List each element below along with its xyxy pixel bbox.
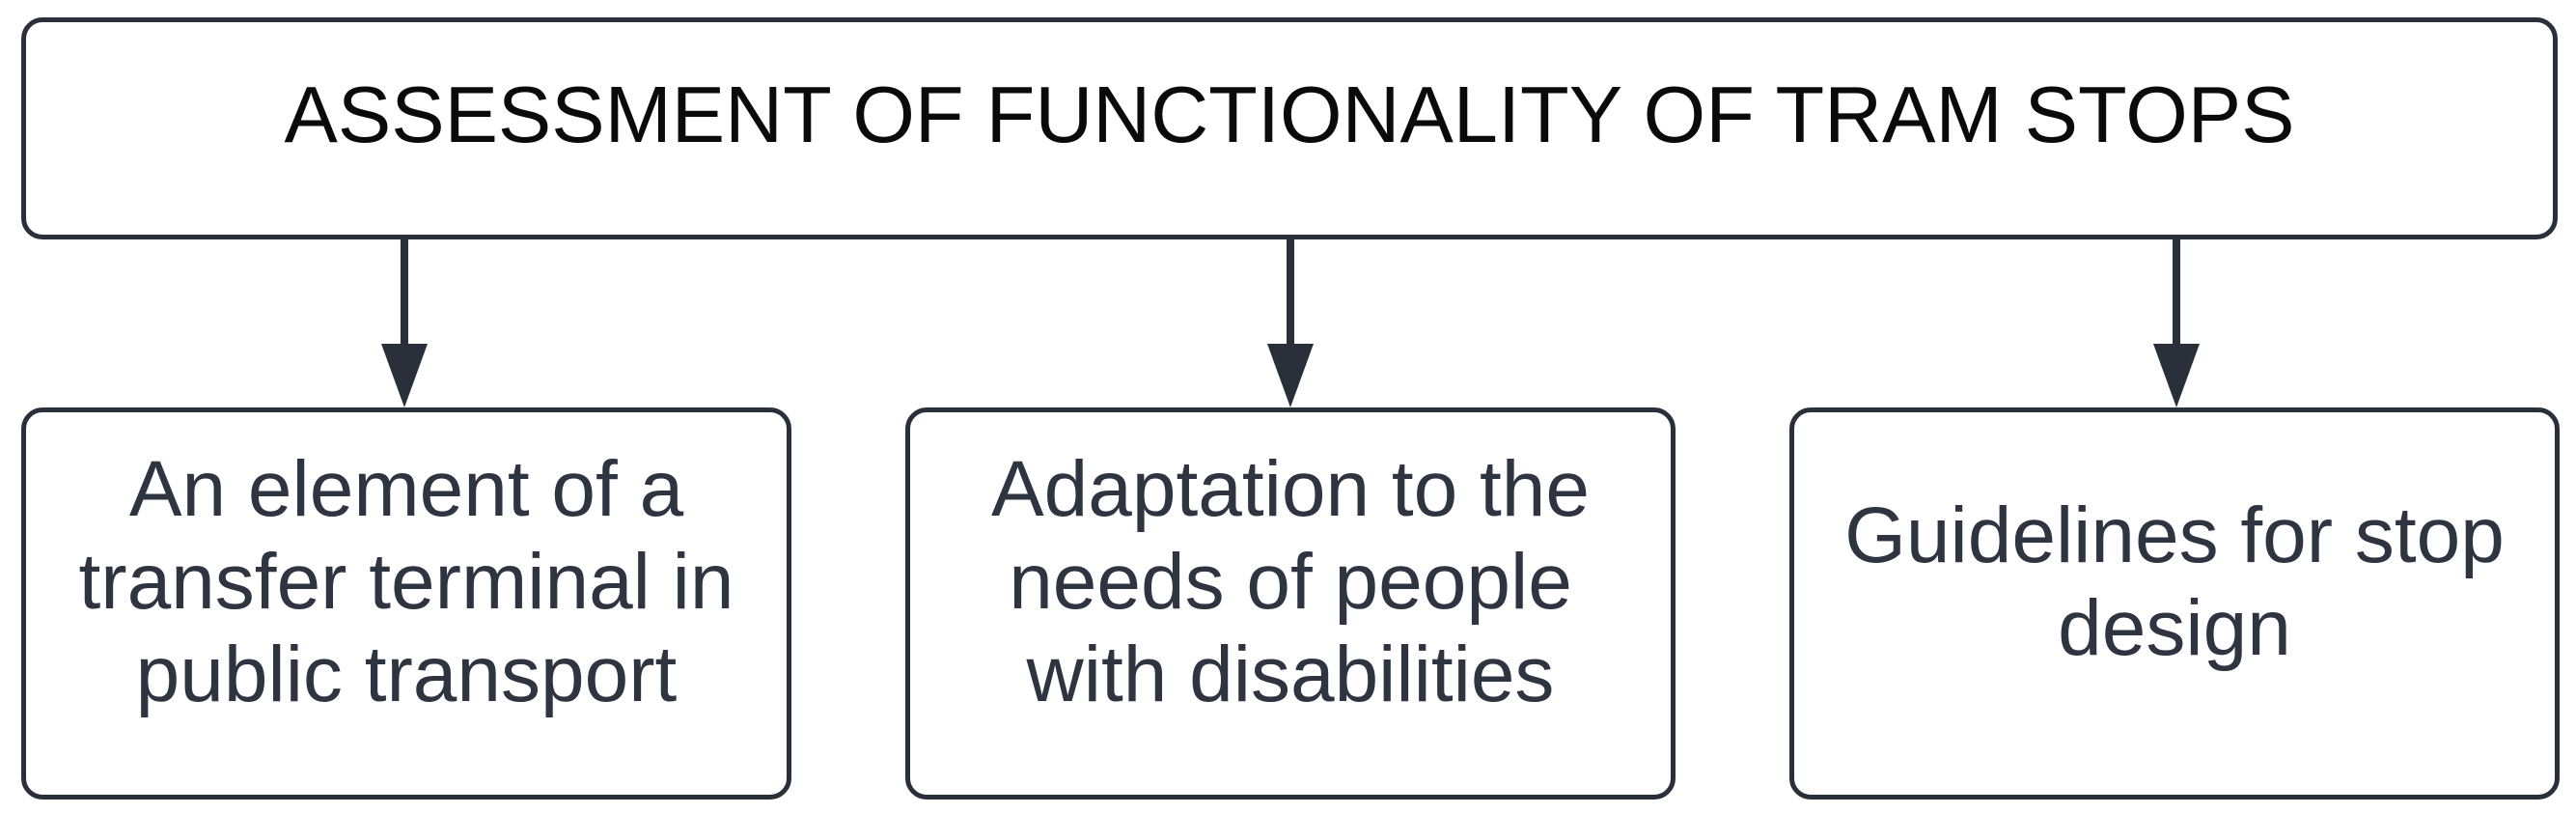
assessment-title-label: ASSESSMENT OF FUNCTIONALITY OF TRAM STOP… [284,70,2295,160]
arrow-line [1287,237,1294,348]
arrow-down-icon [1267,344,1314,407]
node-assessment-title: ASSESSMENT OF FUNCTIONALITY OF TRAM STOP… [21,17,2558,239]
connector-arrow-2 [1267,237,1314,407]
arrow-down-icon [381,344,428,407]
arrow-down-icon [2153,344,2200,407]
connector-arrow-1 [381,237,428,407]
connector-arrow-3 [2153,237,2200,407]
arrow-line [2173,237,2180,348]
arrow-line [401,237,408,348]
